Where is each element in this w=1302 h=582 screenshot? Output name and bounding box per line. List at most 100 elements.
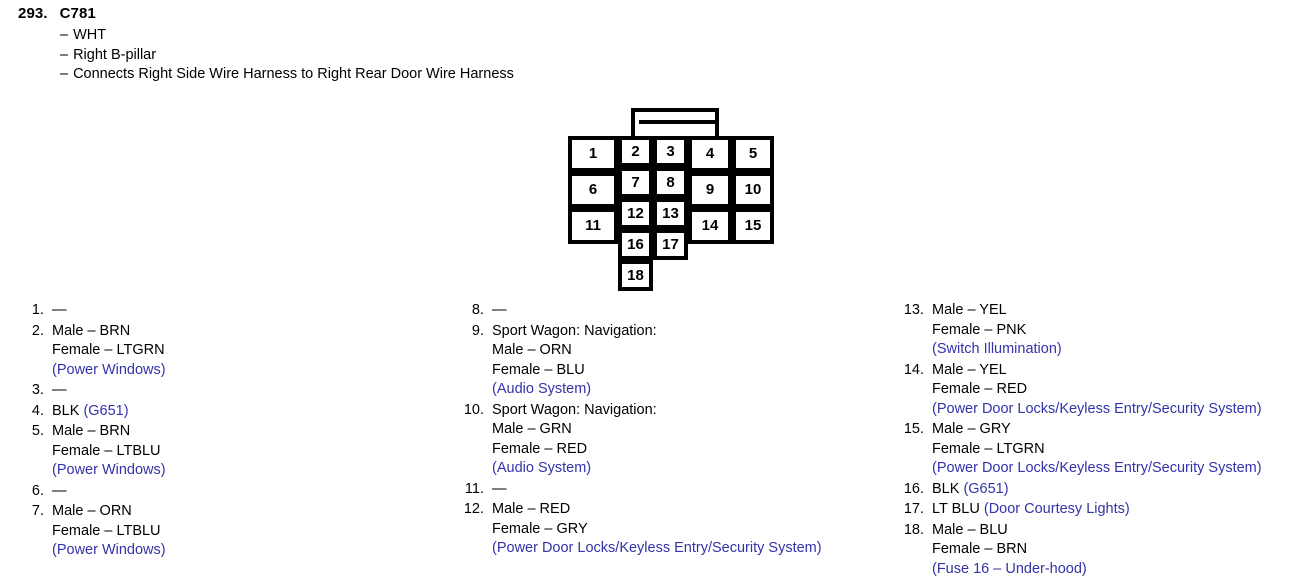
pin-description: — (44, 482, 448, 502)
pin-description-line: — (492, 480, 888, 500)
connector-pin-cell-12: 12 (618, 198, 653, 229)
pin-number: 15. (903, 421, 924, 437)
pin-number: 5. (31, 423, 44, 439)
connector-pin-cell-1: 1 (568, 136, 618, 172)
pin-description-line: — (52, 482, 448, 502)
pin-description: — (484, 301, 888, 321)
pin-description-line: Male – GRN (492, 420, 888, 440)
pin-wire-text: Male – YEL (932, 361, 1007, 378)
pin-cell-label: 4 (705, 145, 715, 162)
pin-number: 4. (31, 402, 44, 419)
pin-system-note: (Power Windows) (52, 462, 166, 478)
pin-number: 9. (471, 322, 484, 339)
pin-system-note: (Audio System) (492, 460, 592, 476)
pin-description: BLK (G651) (44, 402, 448, 422)
pin-number: 11. (464, 480, 484, 497)
pin-description: — (44, 381, 448, 401)
connector-pin-cell-2: 2 (618, 136, 653, 167)
pin-list-item: 5. Male – BRN Female – LTBLU (Power Windows… (18, 422, 448, 481)
pin-description: — (44, 301, 448, 321)
pin-description-line: LT BLU (Door Courtesy Lights) (932, 500, 1298, 520)
pin-number: 18. (903, 521, 924, 538)
pin-number: 14. (903, 361, 924, 378)
pin-wire-text: Male – BLU (932, 521, 1008, 538)
pin-wire-text: Male – RED (492, 501, 571, 517)
pin-number: 12. (463, 501, 484, 517)
connector-latch-tab (631, 108, 719, 138)
pin-wire-text: — (52, 382, 67, 398)
detail-text: Connects Right Side Wire Harness to Righ… (73, 66, 514, 82)
page-title: 293.C781 (18, 5, 514, 22)
pin-wire-text: BLK (52, 402, 84, 419)
pin-wire-text: Female – LTBLU (52, 522, 161, 539)
connector-pin-cell-3: 3 (653, 136, 688, 167)
pin-description-line: (Power Door Locks/Keyless Entry/Security… (932, 400, 1298, 420)
pin-wire-text: — (492, 480, 507, 497)
pin-wire-text: Female – RED (492, 440, 588, 457)
pin-description-line: BLK (G651) (932, 480, 1298, 500)
pin-description-line: Female – LTGRN (52, 341, 448, 361)
pin-wire-text: Female – BRN (932, 541, 1028, 557)
pin-description: BLK (G651) (924, 480, 1298, 500)
pin-wire-text: Male – GRN (492, 421, 572, 437)
pin-wire-text: Sport Wagon: Navigation: (492, 322, 657, 339)
pin-cell-label: 12 (627, 204, 644, 222)
pin-description-line: Female – GRY (492, 520, 888, 540)
pin-cell-label: 16 (627, 235, 644, 253)
pin-wire-text: Female – LTBLU (52, 442, 161, 459)
pin-system-note: (G651) (963, 480, 1009, 497)
pin-wire-text: Male – YEL (932, 302, 1007, 318)
pin-description-line: (Power Door Locks/Keyless Entry/Security… (932, 459, 1298, 479)
connector-pin-cell-13: 13 (653, 198, 688, 229)
latch-inner-line (639, 120, 715, 124)
pin-description-line: Sport Wagon: Navigation: (492, 401, 888, 421)
pin-list-item: 11. — (458, 480, 888, 500)
connector-pin-cell-10: 10 (732, 172, 774, 208)
connector-pin-cell-16: 16 (618, 229, 653, 260)
connector-detail-list: –WHT –Right B-pillar –Connects Right Sid… (18, 26, 514, 85)
pin-wire-text: LT BLU (932, 501, 984, 517)
pin-number: 3. (31, 382, 44, 398)
pin-cell-label: 13 (662, 204, 679, 222)
pin-wire-text: Male – ORN (52, 503, 132, 519)
pin-number: 2. (31, 322, 44, 339)
pin-system-note: (Switch Illumination) (932, 341, 1062, 357)
connector-pin-cell-18: 18 (618, 260, 653, 291)
pin-wire-text: Male – BRN (52, 423, 131, 439)
connector-header: 293.C781 –WHT –Right B-pillar –Connects … (18, 5, 514, 85)
detail-text: WHT (73, 27, 107, 43)
pin-wire-text: BLK (932, 480, 964, 497)
pin-description-line: (Power Door Locks/Keyless Entry/Security… (492, 539, 888, 559)
pin-cell-label: 1 (588, 145, 598, 162)
connector-id: C781 (59, 5, 96, 22)
pin-description: Male – BRN Female – LTBLU (Power Windows) (44, 422, 448, 481)
pin-wire-text: Female – LTGRN (52, 342, 165, 358)
pin-number: 17. (903, 501, 924, 517)
connector-detail-line: –Connects Right Side Wire Harness to Rig… (60, 65, 514, 85)
pin-description-line: — (492, 301, 888, 321)
pin-description-line: Male – BRN (52, 322, 448, 342)
pin-cell-label: 6 (588, 181, 598, 198)
pin-description-line: Male – RED (492, 500, 888, 520)
pin-cell-label: 17 (662, 235, 679, 253)
pin-cell-label: 10 (744, 181, 762, 198)
pin-list-item: 3. — (18, 381, 448, 401)
pin-description-line: (Power Windows) (52, 361, 448, 381)
detail-dash: – (60, 46, 69, 63)
connector-detail-line: –WHT (60, 26, 514, 46)
pin-system-note: (Power Door Locks/Keyless Entry/Security… (492, 540, 822, 556)
pin-cell-label: 8 (666, 173, 675, 191)
pin-list-item: 4.BLK (G651) (18, 402, 448, 422)
